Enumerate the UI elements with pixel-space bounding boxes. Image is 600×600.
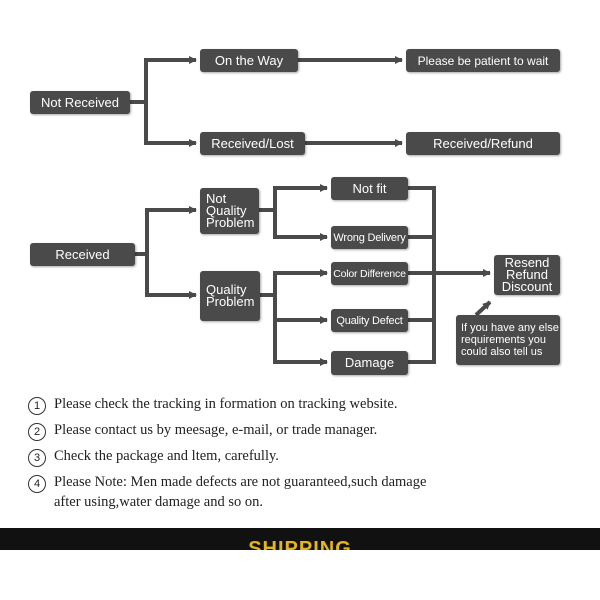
note-number: 4 xyxy=(28,475,46,493)
note-item: 2 Please contact us by meesage, e-mail, … xyxy=(28,422,588,441)
received-label: Received xyxy=(55,246,110,262)
received-refund-box: Received/Refund xyxy=(406,132,560,155)
wrong-delivery-box: Wrong Delivery xyxy=(331,226,408,249)
damage-label: Damage xyxy=(344,355,395,370)
quality-problem-label: Quality Problem xyxy=(206,282,255,309)
quality-problem-box: Quality Problem xyxy=(200,271,260,321)
received-box: Received xyxy=(30,243,135,266)
not-fit-box: Not fit xyxy=(331,177,408,200)
not-quality-problem-label: Not Quality Problem xyxy=(206,191,255,230)
note-item: 1 Please check the tracking in formation… xyxy=(28,396,588,415)
note-text: Please check the tracking in formation o… xyxy=(54,396,398,412)
damage-box: Damage xyxy=(331,351,408,375)
on-the-way-label: On the Way xyxy=(214,52,284,68)
note-number: 1 xyxy=(28,397,46,415)
quality-defect-label: Quality Defect xyxy=(336,314,403,327)
not-fit-label: Not fit xyxy=(352,180,387,196)
note-text: Please Note: Men made defects are not gu… xyxy=(54,474,427,510)
note-number: 3 xyxy=(28,449,46,467)
received-refund-label: Received/Refund xyxy=(433,135,533,151)
quality-defect-box: Quality Defect xyxy=(331,309,408,332)
resend-refund-discount-label: Resend Refund Discount xyxy=(501,255,553,294)
resend-refund-discount-box: Resend Refund Discount xyxy=(494,255,560,295)
note-item: 3 Check the package and ltem, carefully. xyxy=(28,448,588,467)
color-difference-label: Color Difference xyxy=(333,267,406,280)
note-text: Please contact us by meesage, e-mail, or… xyxy=(54,422,378,438)
note-number: 2 xyxy=(28,423,46,441)
not-received-label: Not Received xyxy=(40,94,120,110)
notes-list: 1 Please check the tracking in formation… xyxy=(28,396,588,519)
please-wait-label: Please be patient to wait xyxy=(417,53,549,68)
not-received-box: Not Received xyxy=(30,91,130,114)
not-quality-problem-box: Not Quality Problem xyxy=(200,188,259,234)
shipping-banner: SHIPPING xyxy=(0,528,600,550)
note-text: Check the package and ltem, carefully. xyxy=(54,448,279,464)
please-wait-box: Please be patient to wait xyxy=(406,49,560,72)
on-the-way-box: On the Way xyxy=(200,49,298,72)
other-requirements-label: If you have any else requirements you co… xyxy=(461,322,559,358)
note-item: 4 Please Note: Men made defects are not … xyxy=(28,474,588,512)
received-lost-label: Received/Lost xyxy=(211,135,294,151)
other-requirements-box: If you have any else requirements you co… xyxy=(456,315,560,365)
received-lost-box: Received/Lost xyxy=(200,132,305,155)
wrong-delivery-label: Wrong Delivery xyxy=(333,231,406,244)
shipping-banner-title: SHIPPING xyxy=(248,538,352,550)
color-difference-box: Color Difference xyxy=(331,262,408,285)
